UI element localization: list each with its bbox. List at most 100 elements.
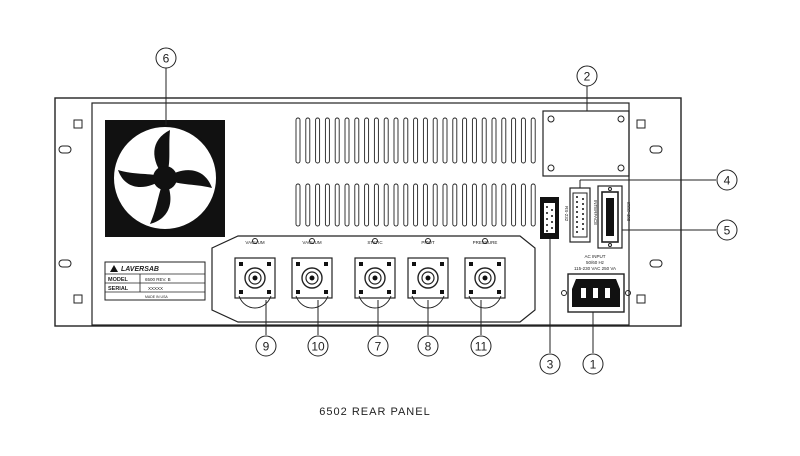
vent-slot	[530, 117, 536, 164]
vent-slot	[442, 183, 448, 227]
vent-slot	[364, 183, 370, 227]
vent-slot	[481, 117, 487, 164]
vent-slot	[334, 183, 340, 227]
vent-slot	[520, 117, 526, 164]
port-cap-tether	[468, 295, 502, 309]
vent-slot	[520, 183, 526, 227]
rack-screw	[636, 119, 646, 129]
cooling-fan	[105, 120, 225, 237]
vent-slot	[462, 117, 468, 164]
port-fitting-inner	[248, 271, 262, 285]
port-cap-tether	[295, 295, 329, 309]
port-label: PITOT	[421, 240, 434, 245]
vent-slot	[491, 117, 497, 164]
callout-number: 10	[311, 340, 325, 354]
drawing-caption: 6502 REAR PANEL	[319, 406, 430, 418]
port-screw	[359, 262, 363, 266]
vent-slot	[403, 117, 409, 164]
serial-value: XXXXX	[148, 286, 163, 291]
port-label: VACUUM	[302, 240, 321, 245]
port-fitting	[364, 267, 386, 289]
port-mount-hole	[252, 238, 258, 244]
callout-1: 1	[582, 353, 604, 375]
callout-6: 6	[155, 47, 177, 69]
vent-slot	[432, 183, 438, 227]
port-fitting	[417, 267, 439, 289]
vent-slot	[422, 117, 428, 164]
callout-2: 2	[576, 65, 598, 87]
rack-slot	[649, 259, 663, 268]
rack-screw	[73, 119, 83, 129]
port-screw	[324, 290, 328, 294]
vent-slot	[422, 183, 428, 227]
callout-number: 1	[590, 358, 597, 372]
rack-slot	[649, 145, 663, 154]
vent-slot	[373, 117, 379, 164]
port-flange	[407, 257, 449, 299]
vent-slot	[511, 117, 517, 164]
rack-screw	[73, 294, 83, 304]
callout-circle	[716, 219, 738, 241]
callout-number: 2	[584, 70, 591, 84]
rs232-label: RS-232	[564, 206, 569, 222]
rack-slot	[58, 259, 72, 268]
vent-slot	[324, 183, 330, 227]
nameplate-footer: MADE IN USA	[145, 295, 168, 299]
pneumatic-port: PRESSURE	[464, 238, 506, 309]
port-screw	[469, 262, 473, 266]
vent-slot	[295, 117, 301, 164]
callout-7: 7	[367, 335, 389, 357]
port-mount-hole	[372, 238, 378, 244]
port-screw	[387, 262, 391, 266]
vent-slot	[344, 183, 350, 227]
vent-slot	[530, 183, 536, 227]
vent-slot	[354, 117, 360, 164]
callout-9: 9	[255, 335, 277, 357]
port-screw	[239, 290, 243, 294]
callout-number: 6	[163, 52, 170, 66]
port-fitting	[474, 267, 496, 289]
callout-circle	[716, 169, 738, 191]
callout-circle	[539, 353, 561, 375]
port-bore	[309, 275, 315, 281]
port-screw	[296, 262, 300, 266]
port-screw	[267, 290, 271, 294]
vent-slot	[491, 183, 497, 227]
vent-slot	[471, 183, 477, 227]
callout-10: 10	[307, 335, 329, 357]
port-flange	[354, 257, 396, 299]
callout-circle	[367, 335, 389, 357]
vent-slot	[403, 183, 409, 227]
ieee488-connector: IEEE-488	[597, 185, 631, 249]
vent-slot	[471, 117, 477, 164]
port-screw	[440, 262, 444, 266]
vent-slot	[344, 117, 350, 164]
brand-logo-icon	[110, 265, 118, 272]
vent-slot	[305, 183, 311, 227]
port-bore	[372, 275, 378, 281]
callout-circle	[255, 335, 277, 357]
model-value: 6500 REV. B	[145, 277, 171, 282]
vent-slot	[393, 117, 399, 164]
port-mount-hole	[425, 238, 431, 244]
pneumatic-port: VACUUM	[291, 238, 333, 309]
vent-slot	[511, 183, 517, 227]
port-screw	[359, 290, 363, 294]
callout-circle	[155, 47, 177, 69]
vent-slot	[383, 183, 389, 227]
port-screw	[497, 290, 501, 294]
callout-number: 9	[263, 340, 270, 354]
vent-slot	[413, 183, 419, 227]
port-flange	[234, 257, 276, 299]
vent-slot	[432, 117, 438, 164]
callout-number: 5	[724, 224, 731, 238]
vent-slot	[452, 117, 458, 164]
interface-connector: INTERFACE	[569, 187, 598, 243]
port-screw	[296, 290, 300, 294]
port-screw	[239, 262, 243, 266]
callout-11: 11	[470, 335, 492, 357]
vent-slot	[462, 183, 468, 227]
rack-slot	[58, 145, 72, 154]
